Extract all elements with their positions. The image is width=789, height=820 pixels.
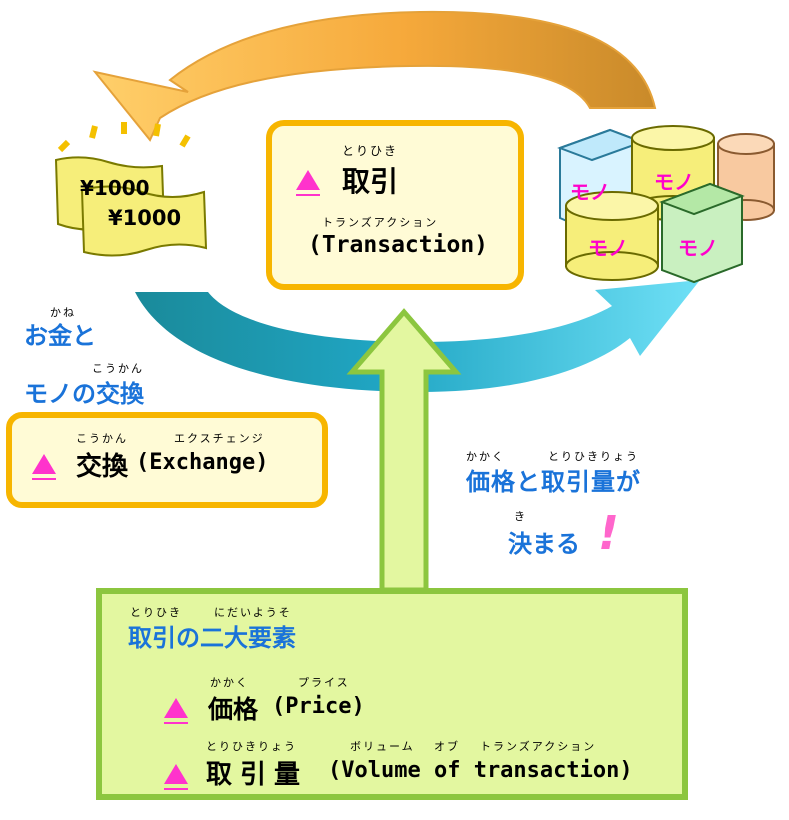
blue-curved-arrow	[135, 280, 700, 392]
elements-ruby2: にだいようそ	[214, 606, 292, 619]
exchange-caption-ruby1: かね	[50, 306, 76, 319]
elements-ruby1: とりひき	[130, 606, 182, 619]
money-illustration: ¥1000 ¥1000	[52, 120, 212, 260]
item1-ruby1: かかく	[210, 676, 249, 689]
green-up-arrow	[346, 308, 462, 593]
elements-title: 取引の二大要素	[128, 624, 296, 652]
item2-ruby3: オブ	[434, 740, 460, 753]
money-icon	[54, 122, 208, 257]
decide-ruby3: き	[514, 510, 527, 523]
yen-note-back-label: ¥1000	[80, 176, 150, 200]
yen-note-front-label: ¥1000	[108, 206, 182, 230]
decide-ruby1: かかく	[466, 450, 505, 463]
item1-triangle-icon	[164, 698, 188, 718]
exchange-caption-line1: お金と	[24, 322, 96, 350]
exchange-ruby2: エクスチェンジ	[174, 432, 265, 445]
exchange-sub: (Exchange)	[136, 450, 269, 475]
transaction-title: 取引	[342, 165, 399, 198]
item1-title: 価格	[208, 695, 259, 724]
exchange-box: こうかん エクスチェンジ 交換 (Exchange)	[6, 412, 328, 508]
item2-title: 取引量	[206, 760, 309, 790]
transaction-ruby: とりひき	[342, 144, 399, 158]
item2-triangle-icon	[164, 764, 188, 784]
transaction-sub-ruby: トランズアクション	[322, 216, 439, 229]
decide-ruby2: とりひきりょう	[548, 450, 639, 463]
item2-ruby1: とりひきりょう	[206, 740, 297, 753]
goods-label-middle: モノ	[654, 170, 694, 194]
transaction-triangle-icon	[296, 170, 320, 190]
item2-ruby4: トランズアクション	[480, 740, 597, 753]
goods-icon	[557, 125, 775, 284]
exchange-caption-line2: モノの交換	[24, 380, 144, 408]
transaction-box: とりひき 取引 トランズアクション (Transaction)	[266, 120, 524, 290]
exchange-caption-ruby2: こうかん	[92, 362, 144, 375]
item2-sub: (Volume of transaction)	[328, 758, 633, 783]
decide-line2: 決まる	[508, 530, 580, 558]
item1-sub: (Price)	[272, 694, 365, 719]
transaction-sub: (Transaction)	[308, 232, 489, 258]
goods-label-cube: モノ	[678, 236, 718, 260]
goods-label-back: モノ	[570, 180, 610, 204]
item2-ruby2: ボリューム	[350, 740, 415, 753]
elements-box: とりひき にだいようそ 取引の二大要素 かかく プライス 価格 (Price) …	[96, 588, 688, 800]
goods-label-front: モノ	[588, 236, 628, 260]
item1-ruby2: プライス	[298, 676, 350, 689]
goods-illustration: モノ モノ モノ モノ	[550, 118, 780, 286]
decide-line1: 価格と取引量が	[466, 468, 641, 496]
orange-curved-arrow	[92, 10, 657, 142]
exchange-title: 交換	[76, 452, 129, 482]
exchange-ruby1: こうかん	[76, 432, 128, 445]
decide-exclaim: !	[598, 506, 619, 560]
exchange-triangle-icon	[32, 454, 56, 474]
